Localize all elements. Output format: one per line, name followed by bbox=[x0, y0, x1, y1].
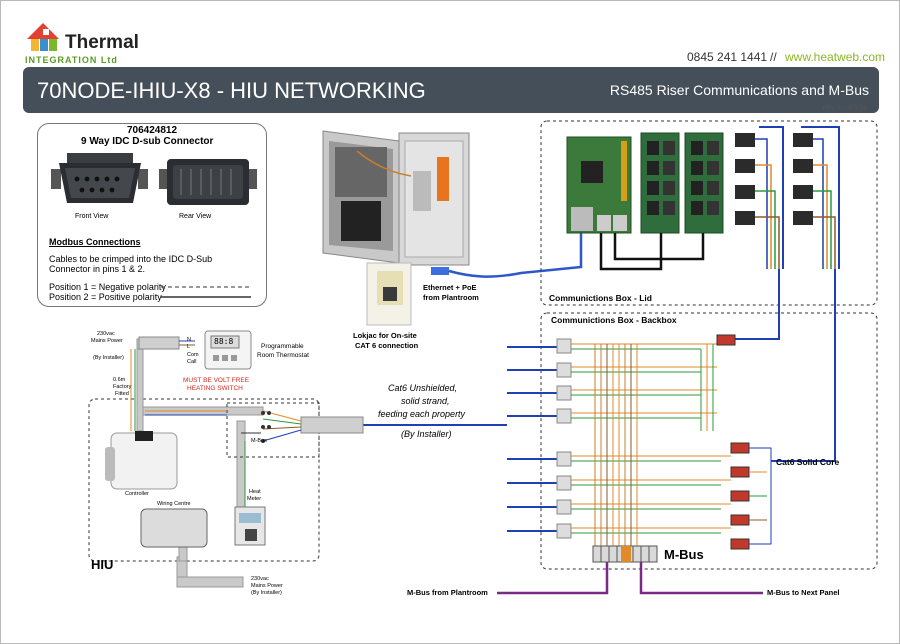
title-bar bbox=[23, 67, 879, 113]
hiu-label: HIU bbox=[91, 557, 114, 572]
volt-free-warning-2: HEATING SWITCH bbox=[187, 385, 243, 392]
cat6-label-2: solid strand, bbox=[401, 396, 450, 406]
mbus-to-next-panel-label: M-Bus to Next Panel bbox=[767, 588, 840, 597]
heat-meter-icon bbox=[234, 506, 266, 546]
cat6-solid-core-label: Cat6 Solid Core bbox=[776, 457, 840, 467]
mbus-from-plantroom-label: M-Bus from Plantroom bbox=[407, 588, 488, 597]
controller-feed-wires bbox=[130, 349, 227, 431]
revision-label: Rev F - 4/9/18 bbox=[822, 105, 867, 112]
ethernet-cable bbox=[431, 233, 583, 278]
communications-box-backbox bbox=[540, 312, 878, 570]
factory-label-1: 0.6m bbox=[113, 377, 126, 383]
mbus-small-label: M-Bus bbox=[251, 438, 267, 444]
from-plantroom-label: from Plantroom bbox=[423, 293, 479, 302]
by-installer-bottom-label: (By Installer) bbox=[251, 590, 282, 596]
room-thermostat-icon bbox=[204, 330, 252, 370]
rear-view-label: Rear View bbox=[179, 213, 212, 220]
company-logo: Thermal INTEGRATION Ltd bbox=[23, 15, 153, 67]
programmable-label-1: Programmable bbox=[261, 343, 304, 350]
lokjac-label-2: CAT 6 connection bbox=[355, 341, 419, 350]
lid-connector-column-2 bbox=[793, 126, 840, 269]
separator: // bbox=[770, 50, 777, 64]
controller-icon bbox=[105, 431, 178, 490]
heat-meter-label-1: Heat bbox=[249, 489, 261, 495]
website-link[interactable]: www.heatweb.com bbox=[785, 50, 886, 64]
cat6-label-1: Cat6 Unshielded, bbox=[388, 383, 458, 393]
logo-house-icon bbox=[27, 23, 59, 51]
rs485-board-1-icon bbox=[640, 132, 680, 234]
mains-bottom-label-1: 230vac bbox=[251, 576, 269, 582]
mains-bottom-label-2: Mains Power bbox=[251, 583, 283, 589]
enclosure-icon bbox=[322, 130, 470, 266]
hiu-junction-wiring bbox=[241, 410, 302, 443]
logo-subtitle: INTEGRATION Ltd bbox=[25, 55, 118, 65]
cat6-label-3: feeding each property bbox=[378, 409, 466, 419]
connector-title: 9 Way IDC D-sub Connector bbox=[81, 136, 214, 147]
property-cables bbox=[507, 346, 557, 532]
terminal-call-label: Call bbox=[187, 359, 197, 365]
wiring-centre-label: Wiring Centre bbox=[157, 501, 191, 507]
thermostat-display: 88:8 bbox=[214, 337, 234, 346]
position-1-label: Position 1 = Negative polarity bbox=[49, 282, 166, 292]
modbus-text-line-2: Connector in pins 1 & 2. bbox=[49, 264, 146, 274]
volt-free-warning-1: MUST BE VOLT FREE bbox=[183, 377, 250, 384]
factory-label-3: Fitted bbox=[115, 391, 129, 397]
dsub-front-icon bbox=[51, 153, 148, 203]
lokjac-icon bbox=[366, 262, 412, 326]
front-view-label: Front View bbox=[75, 213, 109, 220]
terminal-l-label: L bbox=[187, 344, 191, 350]
junction-cable-gland bbox=[300, 416, 364, 434]
modbus-text-line-1: Cables to be crimped into the IDC D-Sub bbox=[49, 254, 213, 264]
wiring-centre-icon bbox=[140, 508, 208, 548]
rs485-board-2-icon bbox=[684, 132, 724, 234]
box-lid-label: Communictions Box - Lid bbox=[549, 293, 652, 303]
box-backbox-label: Communictions Box - Backbox bbox=[551, 315, 677, 325]
terminal-n-label: N bbox=[187, 337, 191, 343]
programmable-label-2: Room Thermostat bbox=[257, 352, 309, 359]
logo-word: Thermal bbox=[65, 32, 139, 53]
controller-label: Controller bbox=[125, 491, 149, 497]
mains-top-label-2: Mains Power bbox=[91, 338, 123, 344]
by-installer-small-label: (By Installer) bbox=[93, 355, 124, 361]
mbus-terminal-strip bbox=[592, 545, 658, 563]
hiu-enclosure bbox=[88, 398, 320, 562]
backbox-connectors-upper bbox=[716, 334, 736, 346]
mains-top-label-1: 230vac bbox=[97, 331, 115, 337]
backbox-distribution-wiring bbox=[571, 343, 731, 547]
connector-info-box bbox=[37, 123, 267, 307]
backbox-connectors-lower bbox=[730, 442, 772, 550]
backbox-terminal-blocks bbox=[556, 338, 572, 539]
page-title: 70NODE-IHIU-X8 - HIU NETWORKING bbox=[37, 78, 426, 103]
factory-label-2: Factory bbox=[113, 384, 132, 390]
mains-wires-top bbox=[179, 340, 195, 346]
mbus-lines bbox=[497, 562, 763, 595]
raspberry-pi-board-icon bbox=[566, 136, 632, 234]
modbus-heading: Modbus Connections bbox=[49, 237, 141, 247]
by-installer-label: (By Installer) bbox=[401, 429, 452, 439]
position-2-label: Position 2 = Positive polarity bbox=[49, 292, 162, 302]
ethernet-label: Ethernet + PoE bbox=[423, 283, 477, 292]
lokjac-label-1: Lokjac for On-site bbox=[353, 331, 417, 340]
dsub-rear-icon bbox=[159, 159, 257, 205]
communications-box-lid bbox=[540, 120, 878, 306]
phone-number: 0845 241 1441 bbox=[687, 50, 768, 64]
page-subtitle: RS485 Riser Communications and M-Bus bbox=[609, 82, 869, 98]
mbus-big-label: M-Bus bbox=[664, 547, 704, 562]
lid-connector-column-1 bbox=[735, 126, 784, 269]
heat-meter-label-2: Meter bbox=[247, 496, 262, 502]
connector-part-number: 706424812 bbox=[127, 125, 178, 136]
terminal-com-label: Com bbox=[187, 352, 199, 358]
